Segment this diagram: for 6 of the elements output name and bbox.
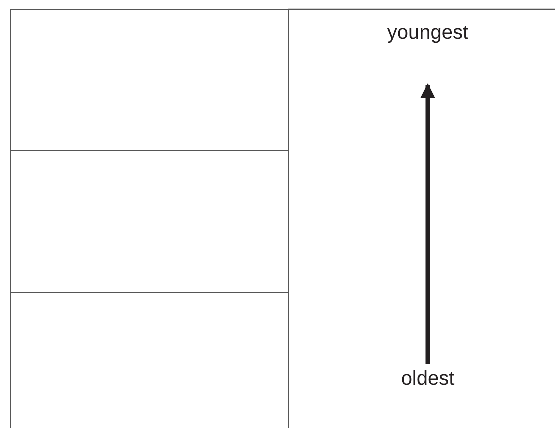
table-cell [10, 9, 289, 151]
table-cell [10, 292, 289, 428]
axis-label: youngest [368, 22, 488, 45]
axis-label: oldest [368, 368, 488, 391]
table-cell [10, 150, 289, 293]
arrow [420, 84, 436, 364]
